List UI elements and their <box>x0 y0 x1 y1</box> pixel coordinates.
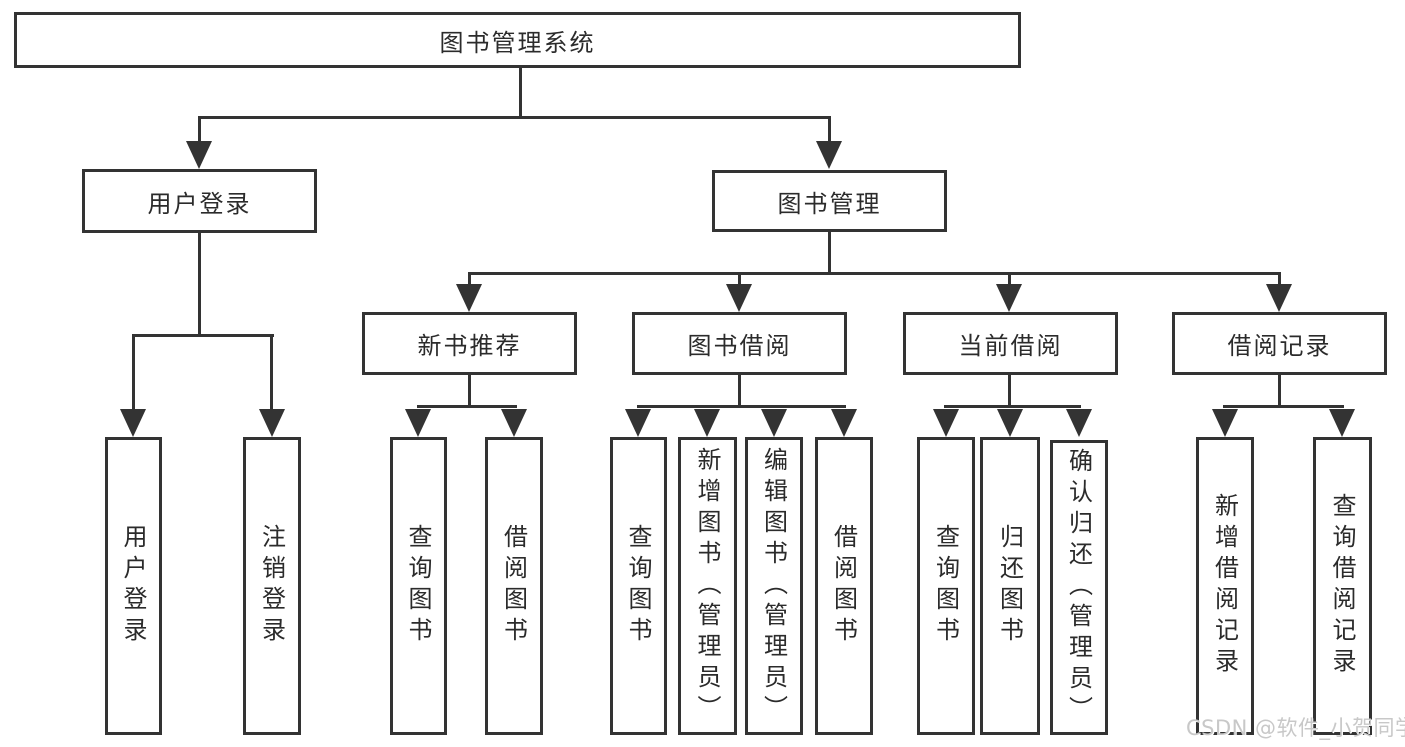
leaf-query-book-2-label: 查询图书 <box>624 524 652 648</box>
node-book-borrow-label: 图书借阅 <box>687 332 792 360</box>
leaf-query-borrow-record: 查询借阅记录 <box>1313 437 1372 735</box>
connector-line <box>519 66 522 118</box>
arrowhead-down-icon <box>456 284 482 312</box>
connector-line <box>738 274 741 288</box>
connector-line <box>1008 375 1011 407</box>
connector-line <box>1278 375 1281 407</box>
arrowhead-down-icon <box>816 141 842 169</box>
leaf-edit-book-admin: 编辑图书（管理员） <box>745 437 803 735</box>
arrowhead-down-icon <box>726 284 752 312</box>
node-borrow-record: 借阅记录 <box>1172 312 1387 375</box>
leaf-edit-book-admin-label: 编辑图书（管理员） <box>759 446 788 726</box>
connector-line <box>270 336 273 412</box>
arrowhead-down-icon <box>1266 284 1292 312</box>
leaf-query-book-1: 查询图书 <box>390 437 447 735</box>
connector-line <box>468 272 1281 275</box>
connector-line <box>468 375 471 407</box>
leaf-query-book-2: 查询图书 <box>610 437 667 735</box>
connector-line <box>198 233 201 336</box>
arrowhead-down-icon <box>501 409 527 437</box>
connector-line <box>828 117 831 144</box>
connector-line <box>132 334 274 337</box>
arrowhead-down-icon <box>259 409 285 437</box>
leaf-confirm-return-admin-label: 确认归还（管理员） <box>1064 448 1093 727</box>
arrowhead-down-icon <box>625 409 651 437</box>
leaf-add-borrow-record-label: 新增借阅记录 <box>1210 493 1239 679</box>
arrowhead-down-icon <box>1329 409 1355 437</box>
connector-line <box>198 117 201 144</box>
leaf-return-book-label: 归还图书 <box>995 524 1024 648</box>
connector-line <box>198 116 831 119</box>
node-root: 图书管理系统 <box>14 12 1021 68</box>
connector-line <box>944 405 1081 408</box>
node-current-borrow-label: 当前借阅 <box>958 332 1063 360</box>
leaf-query-book-3-label: 查询图书 <box>931 524 960 648</box>
connector-line <box>1008 274 1011 288</box>
connector-line <box>132 336 135 412</box>
leaf-user-login-label: 用户登录 <box>119 524 147 648</box>
arrowhead-down-icon <box>405 409 431 437</box>
connector-line <box>1223 405 1344 408</box>
leaf-query-book-1-label: 查询图书 <box>404 524 432 648</box>
connector-line <box>417 405 517 408</box>
arrowhead-down-icon <box>761 409 787 437</box>
node-borrow-record-label: 借阅记录 <box>1227 332 1332 360</box>
node-root-label: 图书管理系统 <box>439 28 596 57</box>
node-new-book-recommend-label: 新书推荐 <box>417 332 522 360</box>
arrowhead-down-icon <box>120 409 146 437</box>
leaf-confirm-return-admin: 确认归还（管理员） <box>1050 440 1108 735</box>
leaf-return-book: 归还图书 <box>980 437 1040 735</box>
node-user-login-label: 用户登录 <box>147 189 252 218</box>
leaf-borrow-book-2: 借阅图书 <box>815 437 873 735</box>
leaf-borrow-book-1: 借阅图书 <box>485 437 543 735</box>
leaf-add-book-admin-label: 新增图书（管理员） <box>693 446 721 726</box>
leaf-user-login: 用户登录 <box>105 437 162 735</box>
node-book-borrow: 图书借阅 <box>632 312 847 375</box>
arrowhead-down-icon <box>997 409 1023 437</box>
node-current-borrow: 当前借阅 <box>903 312 1118 375</box>
leaf-borrow-book-2-label: 借阅图书 <box>829 524 858 648</box>
arrowhead-down-icon <box>694 409 720 437</box>
arrowhead-down-icon <box>1066 409 1092 437</box>
arrowhead-down-icon <box>831 409 857 437</box>
arrowhead-down-icon <box>933 409 959 437</box>
leaf-logout: 注销登录 <box>243 437 301 735</box>
leaf-query-borrow-record-label: 查询借阅记录 <box>1328 493 1356 679</box>
connector-line <box>637 405 846 408</box>
leaf-logout-label: 注销登录 <box>257 524 286 648</box>
leaf-add-borrow-record: 新增借阅记录 <box>1196 437 1254 735</box>
node-new-book-recommend: 新书推荐 <box>362 312 577 375</box>
node-book-management-label: 图书管理 <box>777 189 882 218</box>
arrowhead-down-icon <box>1212 409 1238 437</box>
connector-line <box>738 375 741 407</box>
csdn-watermark: CSDN @软件_小贺同学 <box>1186 716 1405 740</box>
connector-line <box>1278 274 1281 288</box>
connector-line <box>828 232 831 274</box>
arrowhead-down-icon <box>186 141 212 169</box>
node-book-management: 图书管理 <box>712 170 947 232</box>
leaf-borrow-book-1-label: 借阅图书 <box>499 524 528 648</box>
arrowhead-down-icon <box>996 284 1022 312</box>
connector-line <box>468 274 471 288</box>
leaf-add-book-admin: 新增图书（管理员） <box>678 437 737 735</box>
node-user-login: 用户登录 <box>82 169 317 233</box>
leaf-query-book-3: 查询图书 <box>917 437 975 735</box>
